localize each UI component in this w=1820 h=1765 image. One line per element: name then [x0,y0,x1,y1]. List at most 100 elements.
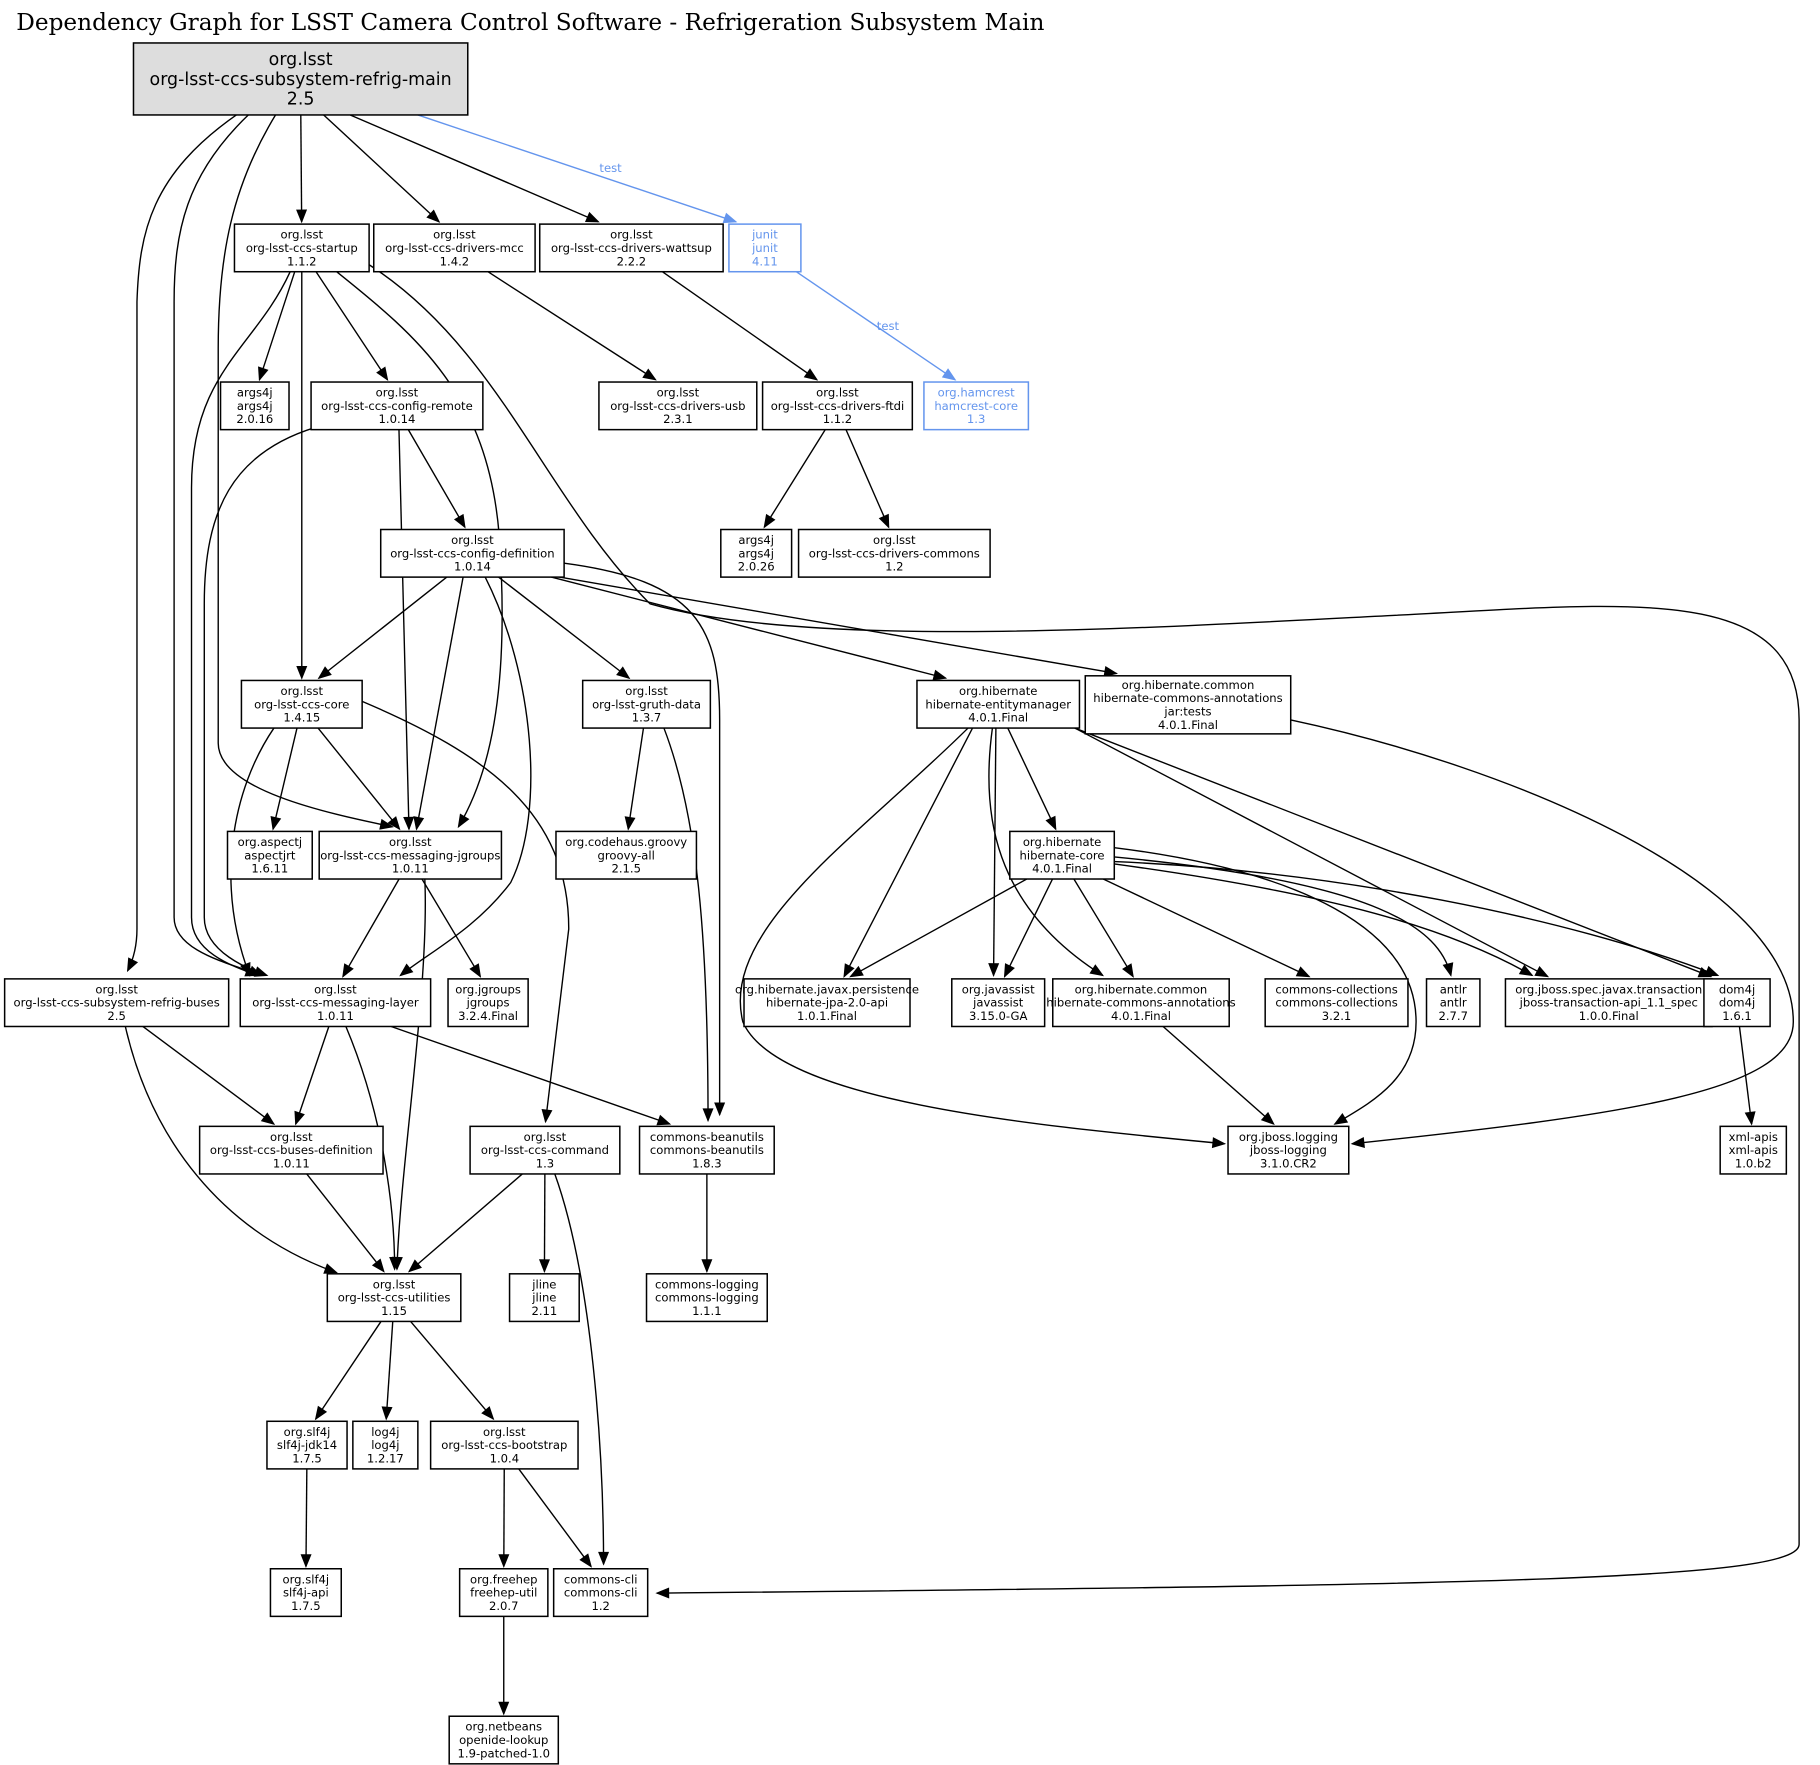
edge-line [203,426,316,977]
node-wattsup[interactable]: org.lsstorg-lsst-ccs-drivers-wattsup2.2.… [538,223,724,273]
node-annotations[interactable]: org.hibernate.commonhibernate-commons-an… [1046,978,1236,1028]
node-artifact-id: jline [531,1291,556,1305]
node-artifact-id: slf4j-api [283,1586,329,1600]
node-configdef[interactable]: org.lsstorg-lsst-ccs-config-definition1.… [379,528,565,578]
node-group-id: org.hibernate.common [1122,678,1255,692]
node-artifact-id: hibernate-core [1020,848,1105,862]
node-netbeans[interactable]: org.netbeansopenide-lookup1.9-patched-1.… [448,1715,560,1765]
arrowhead [379,818,394,830]
arrowhead [803,368,819,381]
edge-bootstrap-to-commonscli [518,1468,592,1568]
edge-line [1290,719,1795,1145]
node-box [198,1125,384,1175]
node-box [3,978,230,1028]
node-annotationstests[interactable]: org.hibernate.commonhibernate-commons-an… [1084,675,1292,735]
arrowhead [413,816,425,831]
arrowhead [1003,963,1015,978]
node-box [1227,1125,1350,1175]
node-jgroupsmsg[interactable]: org.lsstorg-lsst-ccs-messaging-jgroups1.… [318,830,503,880]
node-buses[interactable]: org.lsstorg-lsst-ccs-subsystem-refrig-bu… [3,978,230,1028]
edge-beanutils-to-commonslogging [701,1173,713,1274]
node-box [761,381,914,431]
node-artifact-id: hibernate-entitymanager [925,697,1071,711]
node-version: 1.9-patched-1.0 [458,1746,550,1760]
edge-jgroupsmsg-to-msglayer [342,878,400,978]
edge-line [317,727,401,830]
node-artifact-id: org-lsst-ccs-drivers-mcc [385,241,524,255]
node-entitymanager[interactable]: org.hibernatehibernate-entitymanager4.0.… [916,679,1081,729]
node-group-id: org.hibernate [1023,835,1101,849]
edge-line [850,878,1028,978]
node-busesdef[interactable]: org.lsstorg-lsst-ccs-buses-definition1.0… [198,1125,384,1175]
edge-line [361,700,570,1122]
node-version: 1.0.b2 [1735,1157,1772,1171]
node-version: 4.0.1.Final [1158,718,1218,732]
edge-buses-to-utilities [124,1026,339,1274]
node-version: 2.0.26 [738,560,775,574]
edge-line [124,1026,337,1274]
edge-configdef-to-msglayer [399,576,532,977]
edge-line [1074,727,1712,978]
node-artifact-id: org-lsst-ccs-command [481,1143,609,1157]
node-root[interactable]: org.lsstorg-lsst-ccs-subsystem-refrig-ma… [132,42,469,116]
node-box [318,830,503,880]
edge-line [415,576,464,830]
arrowhead [389,1256,401,1271]
arrowhead [240,962,251,977]
node-group-id: org.javassist [962,982,1035,996]
node-jta[interactable]: org.jboss.spec.javax.transactionjboss-tr… [1504,978,1713,1028]
node-box [326,1273,462,1323]
edge-annotations-to-jbosslogging [1162,1025,1275,1126]
node-box [728,223,802,273]
arrowhead [763,513,776,529]
node-collections[interactable]: commons-collectionscommons-collections3.… [1264,978,1409,1028]
edge-configdef-to-entitymanager [551,576,948,681]
node-jpa[interactable]: org.hibernate.javax.persistencehibernate… [735,978,919,1028]
edge-entitymanager-to-javassist [988,728,1000,977]
edge-line [342,878,400,977]
node-group-id: org.aspectj [238,835,302,849]
edge-entitymanager-to-dom4j [1074,727,1713,978]
node-box [1264,978,1409,1028]
node-artifact-id: jboss-transaction-api_1.1_spec [1519,996,1698,1010]
node-artifact-id: commons-logging [655,1291,759,1305]
node-group-id: org.codehaus.groovy [565,835,687,849]
node-msglayer[interactable]: org.lsstorg-lsst-ccs-messaging-layer1.0.… [239,978,432,1028]
edge-scope-label: test [877,319,900,333]
node-box [552,1568,649,1618]
node-version: 1.0.11 [392,862,429,876]
